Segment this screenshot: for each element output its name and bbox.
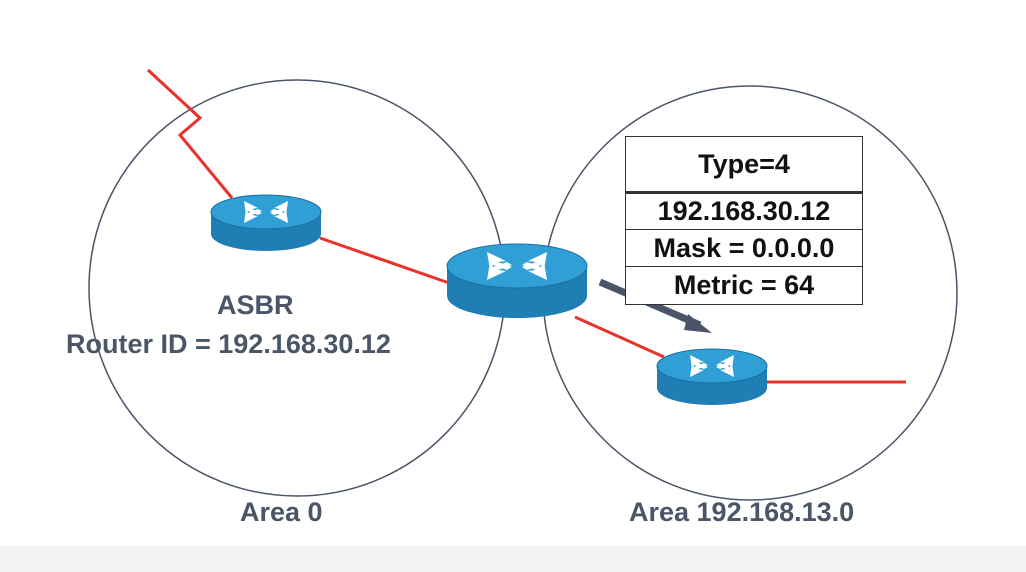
router-icon xyxy=(656,348,768,406)
link-asbr-abr xyxy=(319,236,453,286)
link-abr-router3 xyxy=(574,315,665,359)
asbr-label: ASBR xyxy=(217,290,294,320)
router-icon xyxy=(210,194,322,252)
router-icon xyxy=(446,243,588,319)
lsa-link-state-id-cell: 192.168.30.12 xyxy=(626,194,862,230)
area-0-circle xyxy=(88,79,506,497)
router-id-label: Router ID = 192.168.30.12 xyxy=(66,329,391,359)
lsa-metric-cell: Metric = 64 xyxy=(673,270,815,300)
lsa-type-cell: Type=4 xyxy=(626,137,862,194)
serial-link-external xyxy=(146,68,234,199)
lsa-type4-table: Type=4 192.168.30.12 Mask = 0.0.0.0 Metr… xyxy=(625,136,863,305)
area-13-label: Area 192.168.13.0 xyxy=(629,497,855,527)
bottom-bar xyxy=(0,546,1026,572)
lsa-mask-cell: Mask = 0.0.0.0 xyxy=(626,230,862,267)
area-0-label: Area 0 xyxy=(240,497,323,527)
